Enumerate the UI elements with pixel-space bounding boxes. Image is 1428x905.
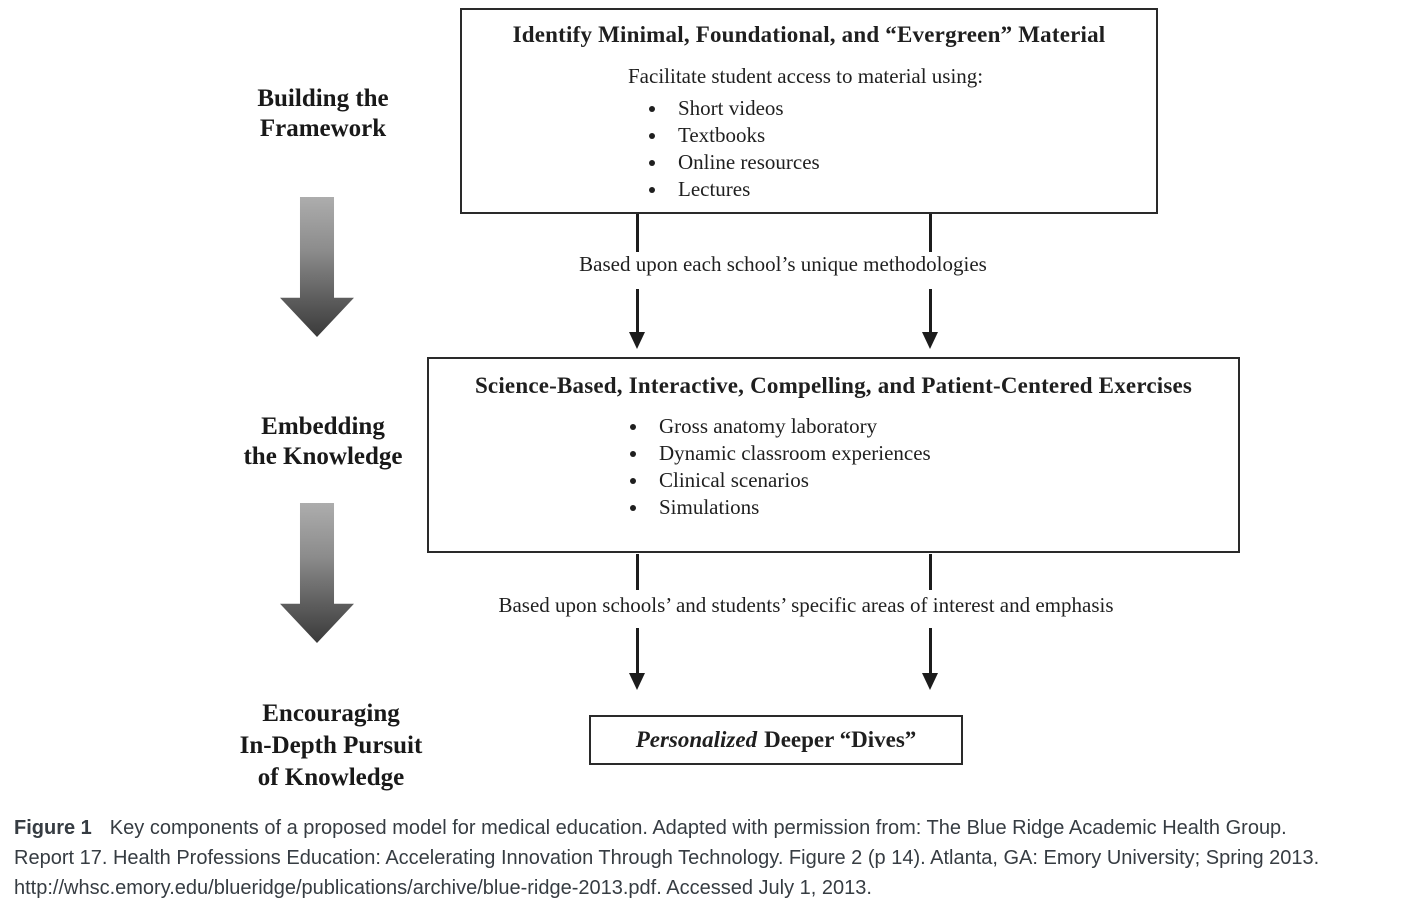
bullet-item: Short videos	[668, 95, 1156, 122]
arrow-stem	[928, 628, 932, 673]
caption-line-2: Report 17. Health Professions Education:…	[14, 847, 1320, 869]
bullet-list: Short videos Textbooks Online resources …	[644, 95, 1156, 203]
stage-label-line: Encouraging	[262, 700, 400, 727]
down-arrow-gradient-icon	[280, 197, 354, 337]
box-title: Science-Based, Interactive, Compelling, …	[474, 373, 1193, 398]
stage-label-line: Building the	[257, 85, 389, 112]
box-intro-text: Facilitate student access to material us…	[628, 64, 984, 88]
connector-line	[636, 214, 639, 252]
box-content: Gross anatomy laboratory Dynamic classro…	[609, 413, 1238, 521]
identify-material-box: Identify Minimal, Foundational, and “Eve…	[460, 8, 1158, 214]
personalized-dives-box: Personalized Deeper “Dives”	[589, 715, 963, 765]
arrow-head	[922, 332, 938, 349]
stage-label-line: Embedding	[261, 413, 385, 440]
stage-label-line: of Knowledge	[257, 764, 405, 791]
box-content: Facilitate student access to material us…	[628, 64, 1156, 203]
arrow-head	[629, 673, 645, 690]
down-arrow-icon	[922, 628, 938, 690]
down-arrow-icon	[629, 289, 645, 349]
stage-label-embedding-knowledge: Embedding the Knowledge	[158, 412, 488, 472]
arrow-stem	[928, 289, 932, 332]
caption-line-1: Figure 1 Key components of a proposed mod…	[14, 813, 1420, 843]
caption-figure-label: Figure 1	[14, 817, 92, 839]
bullet-item: Clinical scenarios	[649, 467, 1238, 494]
bullet-list: Gross anatomy laboratory Dynamic classro…	[625, 413, 1238, 521]
bullet-item: Simulations	[649, 494, 1238, 521]
bullet-item: Dynamic classroom experiences	[649, 440, 1238, 467]
arrow-stem	[635, 289, 639, 332]
arrow-head	[629, 332, 645, 349]
bullet-item: Online resources	[668, 149, 1156, 176]
connector-line	[636, 554, 639, 590]
connector-line	[929, 554, 932, 590]
down-arrow-icon	[629, 628, 645, 690]
down-arrow-gradient-icon	[280, 503, 354, 643]
stage-label-building-framework: Building the Framework	[158, 84, 488, 144]
exercises-box: Science-Based, Interactive, Compelling, …	[427, 357, 1240, 553]
arrow-stem	[635, 628, 639, 673]
arrow-head	[922, 673, 938, 690]
caption-text: Key components of a proposed model for m…	[109, 817, 1287, 839]
stage-label-indepth-pursuit: Encouraging In-Depth Pursuit of Knowledg…	[166, 698, 496, 794]
box-title-italic: Personalized	[635, 727, 758, 752]
box-title: Identify Minimal, Foundational, and “Eve…	[512, 22, 1106, 47]
stage-label-line: the Knowledge	[243, 443, 403, 470]
stage-label-line: In-Depth Pursuit	[239, 732, 423, 759]
bullet-item: Lectures	[668, 176, 1156, 203]
figure-caption: Figure 1 Key components of a proposed mod…	[14, 813, 1420, 903]
down-arrow-icon	[922, 289, 938, 349]
connector-label-methodologies: Based upon each school’s unique methodol…	[579, 252, 987, 276]
connector-line	[929, 214, 932, 252]
caption-line-3: http://whsc.emory.edu/blueridge/publicat…	[14, 877, 872, 899]
stage-label-line: Framework	[259, 115, 387, 142]
box-title-rest: Deeper “Dives”	[764, 727, 917, 752]
connector-label-interest-emphasis: Based upon schools’ and students’ specif…	[498, 593, 1114, 617]
bullet-item: Gross anatomy laboratory	[649, 413, 1238, 440]
bullet-item: Textbooks	[668, 122, 1156, 149]
